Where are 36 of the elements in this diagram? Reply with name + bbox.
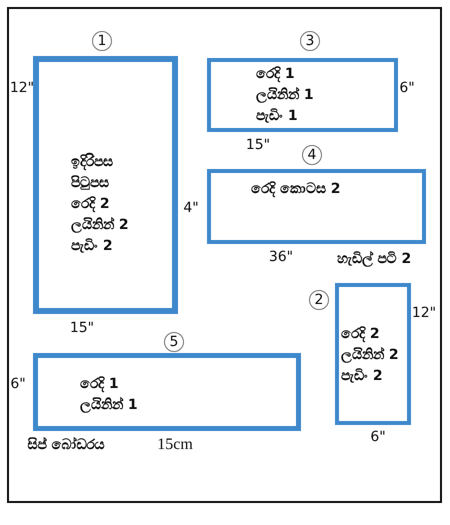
piece-text: රෙදි 1 [256, 65, 295, 84]
dimension-label: 4" [183, 200, 199, 216]
piece-text: රෙදි 2 [341, 325, 380, 344]
dimension-label: 15" [70, 320, 94, 336]
dimension-label: 12" [10, 80, 34, 96]
piece-text: රෙදි 2 [71, 195, 110, 214]
dimension-label: 15" [246, 137, 270, 153]
pattern-piece-box [335, 283, 411, 425]
piece-name: හැඩිල් පටි 2 [336, 251, 412, 267]
piece-text: ඉදිරිපස [71, 152, 113, 172]
piece-text: රෙදි කොටස 2 [251, 180, 340, 200]
callout-number: 4 [302, 145, 322, 165]
callout-number: 2 [309, 290, 329, 310]
callout-number: 3 [300, 31, 320, 51]
dimension-label: 6" [399, 80, 415, 96]
pattern-piece-box [33, 353, 301, 431]
pattern-piece-box [207, 58, 398, 132]
pattern-piece-box [33, 56, 178, 314]
callout-number: 1 [92, 31, 112, 51]
piece-text: ලයිනින් 2 [341, 346, 399, 365]
piece-text: පැඩිං 1 [256, 107, 298, 126]
piece-text: පිටුපස [71, 174, 109, 193]
dimension-label: 36" [268, 249, 294, 265]
piece-text: ලයිනින් 2 [71, 216, 129, 235]
dimension-label: 12" [412, 305, 436, 321]
piece-text: පැඩිං 2 [71, 237, 113, 256]
pattern-piece-box [207, 169, 426, 244]
piece-text: රෙදි 1 [80, 375, 119, 394]
dimension-label: 15cm [157, 436, 193, 454]
dimension-label: 6" [370, 429, 386, 445]
piece-text: පැඩිං 2 [341, 367, 383, 386]
piece-text: ලයිනින් 1 [256, 86, 314, 105]
dimension-label: 6" [10, 376, 26, 392]
callout-number: 5 [164, 332, 184, 352]
piece-text: ලයිනින් 1 [80, 396, 138, 415]
piece-name: සිප් බෝඩරය [28, 437, 104, 453]
